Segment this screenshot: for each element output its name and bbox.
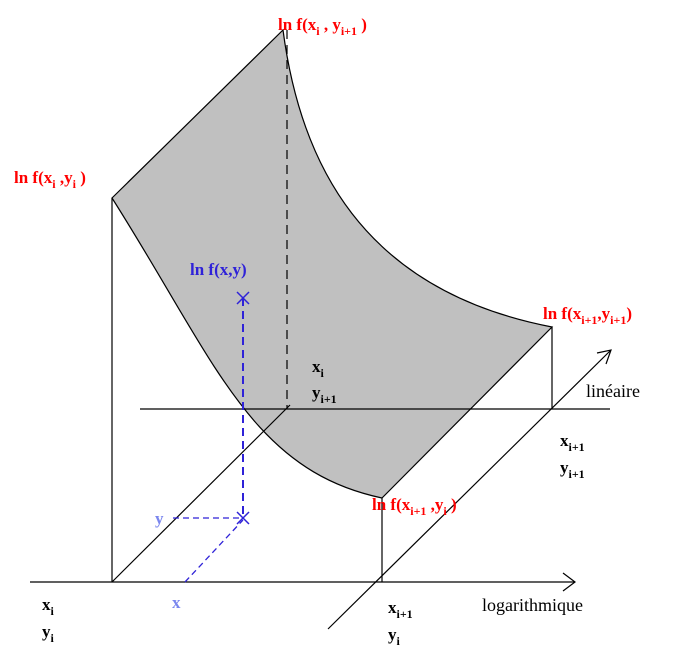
front-left-diagonal bbox=[111, 404, 291, 583]
interpolated-surface bbox=[111, 28, 554, 499]
label-front-right-y: yi bbox=[388, 625, 401, 648]
log-axis-arrowhead bbox=[562, 572, 576, 592]
interp-top-marker bbox=[236, 291, 250, 305]
label-back-grid-x: xi bbox=[312, 357, 325, 380]
label-bottom-corner: ln f(xi+1 ,yi ) bbox=[372, 495, 457, 518]
label-interp-point: ln f(x,y) bbox=[190, 260, 247, 279]
label-top-corner: ln f(xi , yi+1 ) bbox=[278, 15, 367, 38]
label-proj-y: y bbox=[155, 509, 164, 528]
label-right-grid-y: yi+1 bbox=[560, 458, 585, 481]
linear-axis-arrowhead bbox=[596, 349, 612, 365]
label-front-left-x: xi bbox=[42, 595, 55, 618]
label-proj-x: x bbox=[172, 593, 181, 612]
label-front-left-y: yi bbox=[42, 622, 55, 645]
interp-x-dashed bbox=[184, 519, 244, 583]
label-back-grid-y: yi+1 bbox=[312, 383, 337, 406]
label-left-corner: ln f(xi ,yi ) bbox=[14, 168, 86, 191]
interp-base-marker bbox=[236, 511, 250, 525]
label-axis-log: logarithmique bbox=[482, 595, 583, 615]
label-front-right-x: xi+1 bbox=[388, 598, 413, 621]
linear-axis-line bbox=[327, 349, 612, 630]
label-right-corner: ln f(xi+1,yi+1) bbox=[543, 304, 632, 327]
label-axis-linear: linéaire bbox=[586, 381, 640, 401]
label-right-grid-x: xi+1 bbox=[560, 431, 585, 454]
